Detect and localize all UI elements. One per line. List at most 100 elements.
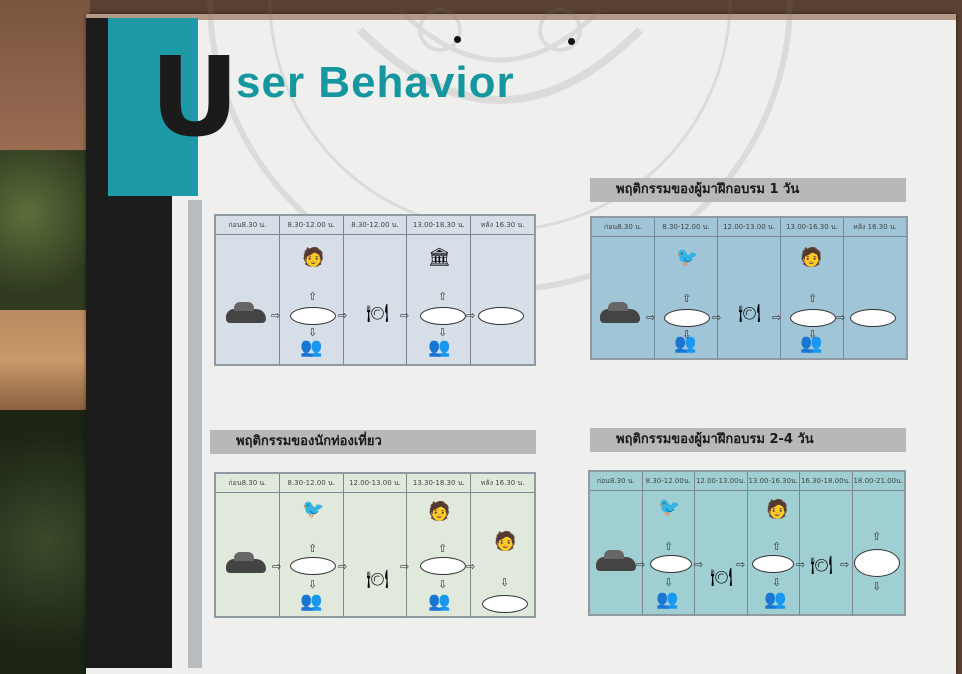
arrow-up-icon: ⇧ (682, 292, 692, 305)
time-slot-label: ก่อน8.30 น. (216, 216, 280, 234)
behavior-diagram-panel: ก่อน8.30 น. 8.30-12.00 น. 12.00-13.00 น.… (590, 216, 908, 360)
activity-oval (420, 557, 466, 575)
poster-grey-strip (188, 200, 202, 668)
arrow-up-icon: ⇧ (772, 540, 782, 553)
arrow-up-icon: ⇧ (808, 292, 818, 305)
board-top-edge (86, 14, 956, 20)
time-slot-label: หลัง 16.30 น. (480, 221, 525, 229)
arrow-up-icon: ⇧ (308, 542, 318, 555)
diagram-columns (216, 235, 534, 365)
arrow-down-icon: ⇩ (664, 576, 674, 589)
car-icon (226, 552, 266, 573)
group-icon: 👥 (674, 333, 697, 354)
time-slot-label: 12.00-13.00 น. (344, 474, 408, 492)
diagram-body: 🐦 👥 🍽 🧑 👥 🍽 ⇨ ⇨ ⇨ ⇨ ⇨ ⇧ ⇩ ⇧ ⇩ ⇧ ⇩ (590, 491, 904, 615)
arrow-right-icon: ⇨ (271, 309, 281, 322)
activity-oval (850, 309, 896, 327)
arrow-right-icon: ⇨ (836, 311, 846, 324)
person-icon: 🧑 (494, 531, 517, 552)
time-slot-label: 8.30-12.00 น. (655, 218, 718, 236)
bird-icon: 🐦 (658, 497, 681, 518)
poster-title: ser Behavior (236, 58, 515, 107)
arrow-right-icon: ⇨ (646, 311, 656, 324)
car-icon (596, 550, 636, 571)
time-slot-label: 13.00-18.30 น. (407, 216, 472, 234)
pin-hole (568, 38, 575, 45)
section-heading-training-1-day: พฤติกรรมของผู้มาฝึกอบรม 1 วัน (590, 178, 906, 202)
arrow-right-icon: ⇨ (736, 558, 746, 571)
time-slot-label: 18.00-21.00น. (853, 477, 904, 485)
arrow-up-icon: ⇧ (438, 542, 448, 555)
time-slot-label: 12.00-13.00 น. (718, 218, 781, 236)
diagram-body: 🧑 👥 🍽 🏛 👥 ⇨ ⇨ ⇨ ⇨ ⇧ ⇩ ⇧ ⇩ (216, 235, 534, 365)
time-slot-label: 12.00-13.00น. (695, 472, 748, 490)
building-icon: 🏛 (428, 247, 451, 268)
group-icon: 👥 (428, 337, 451, 358)
activity-oval (790, 309, 836, 327)
dining-icon: 🍽 (710, 567, 733, 588)
arrow-right-icon: ⇨ (772, 311, 782, 324)
behavior-diagram-panel: ก่อน8.30 น. 8.30-12.00น. 12.00-13.00น. 1… (588, 470, 906, 616)
time-slot-label: ก่อน8.30 น. (590, 472, 643, 490)
arrow-up-icon: ⇧ (438, 290, 448, 303)
group-icon: 👥 (764, 589, 787, 610)
time-slot-label: 13.00-16.30น. (748, 472, 800, 490)
group-icon: 👥 (428, 591, 451, 612)
time-slot-header: ก่อน8.30 น. 8.30-12.00 น. 12.00-13.00 น.… (216, 474, 534, 493)
arrow-up-icon: ⇧ (664, 540, 674, 553)
poster-teal-block (108, 18, 198, 196)
time-slot-label: 8.30-12.00 น. (344, 216, 408, 234)
arrow-down-icon: ⇩ (438, 326, 448, 339)
dining-icon: 🍽 (366, 303, 389, 324)
activity-oval (854, 549, 900, 577)
arrow-down-icon: ⇩ (500, 576, 510, 589)
arrow-right-icon: ⇨ (466, 309, 476, 322)
car-icon (226, 302, 266, 323)
time-slot-label: 13.30-18.30 น. (407, 474, 472, 492)
diagram-columns (216, 493, 534, 617)
dining-icon: 🍽 (738, 303, 761, 324)
arrow-right-icon: ⇨ (338, 309, 348, 322)
arrow-up-icon: ⇧ (872, 530, 882, 543)
time-slot-label: 13.00-16.30 น. (781, 218, 844, 236)
time-slot-header: ก่อน8.30 น. 8.30-12.00 น. 12.00-13.00 น.… (592, 218, 906, 237)
time-slot-header: ก่อน8.30 น. 8.30-12.00น. 12.00-13.00น. 1… (590, 472, 904, 491)
diagram-columns (592, 237, 906, 359)
diagram-body: 🐦 👥 🍽 🧑 👥 🧑 ⇨ ⇨ ⇨ ⇨ ⇧ ⇩ ⇧ ⇩ ⇩ (216, 493, 534, 617)
group-icon: 👥 (800, 333, 823, 354)
arrow-down-icon: ⇩ (772, 576, 782, 589)
arrow-up-icon: ⇧ (308, 290, 318, 303)
time-slot-label: หลัง 16.30 น. (480, 479, 525, 487)
activity-oval (752, 555, 794, 573)
activity-oval (290, 557, 336, 575)
wood-plank (0, 310, 90, 410)
arrow-down-icon: ⇩ (438, 578, 448, 591)
arrow-right-icon: ⇨ (272, 560, 282, 573)
person-icon: 🧑 (428, 501, 451, 522)
arrow-right-icon: ⇨ (400, 560, 410, 573)
arrow-right-icon: ⇨ (840, 558, 850, 571)
arrow-right-icon: ⇨ (636, 558, 646, 571)
time-slot-label: หลัง 16.30 น. (853, 223, 897, 231)
car-icon (600, 302, 640, 323)
time-slot-header: ก่อน8.30 น. 8.30-12.00 น. 8.30-12.00 น. … (216, 216, 534, 235)
person-icon: 🧑 (766, 499, 789, 520)
behavior-diagram-panel: ก่อน8.30 น. 8.30-12.00 น. 8.30-12.00 น. … (214, 214, 536, 366)
arrow-down-icon: ⇩ (682, 328, 692, 341)
dining-icon: 🍽 (810, 555, 833, 576)
diagram-body: 🐦 👥 🍽 🧑 👥 ⇨ ⇨ ⇨ ⇨ ⇧ ⇩ ⇧ ⇩ (592, 237, 906, 359)
time-slot-label: 8.30-12.00 น. (280, 216, 344, 234)
person-icon: 🧑 (302, 247, 325, 268)
group-icon: 👥 (300, 337, 323, 358)
activity-oval (290, 307, 336, 325)
arrow-right-icon: ⇨ (466, 560, 476, 573)
activity-oval (420, 307, 466, 325)
group-icon: 👥 (656, 589, 679, 610)
title-initial: U (150, 33, 240, 161)
arrow-down-icon: ⇩ (308, 578, 318, 591)
arrow-right-icon: ⇨ (796, 558, 806, 571)
section-heading-training-2-4-days: พฤติกรรมของผู้มาฝึกอบรม 2-4 วัน (590, 428, 906, 452)
wood-plank (0, 0, 90, 150)
diagram-columns (590, 491, 904, 615)
activity-oval (478, 307, 524, 325)
